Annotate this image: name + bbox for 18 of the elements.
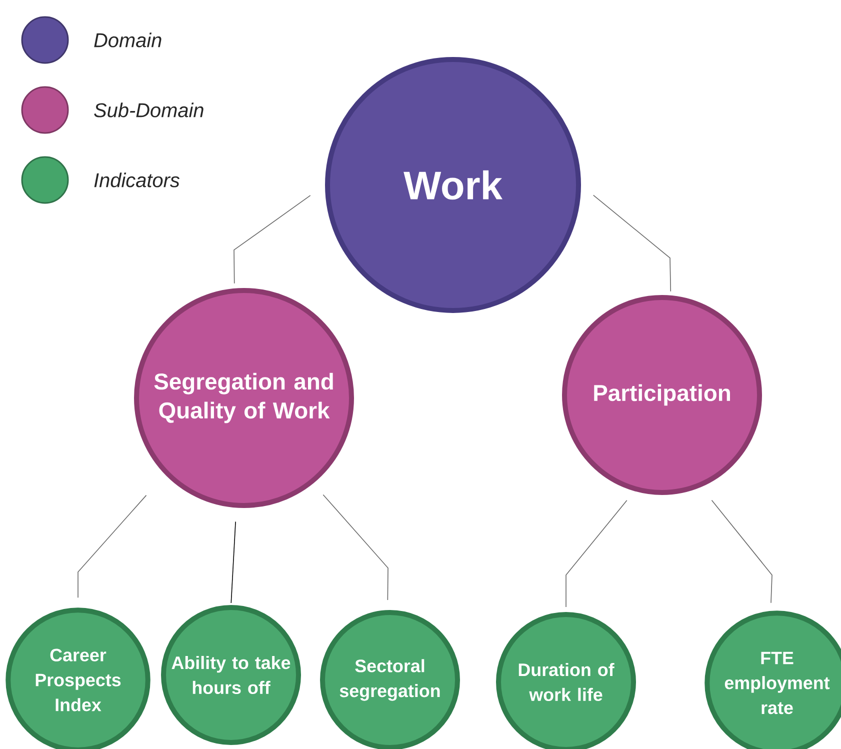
connector-line	[78, 494, 147, 598]
circle-node: Duration of work life	[496, 612, 636, 749]
legend-label: Sub-Domain	[94, 102, 204, 118]
circle-node: Segregation and Quality of Work	[134, 288, 354, 508]
connector-line	[234, 195, 311, 284]
connector-line	[566, 500, 628, 608]
connector-line	[230, 521, 236, 604]
legend-label: Indicators	[94, 172, 180, 188]
circle-node: Participation	[562, 294, 762, 495]
circle-node: Career Prospects Index	[6, 608, 150, 749]
connector-line	[711, 500, 772, 604]
legend-label: Domain	[94, 32, 162, 48]
connector-line	[592, 194, 672, 292]
circle-node: Sectoral segregation	[320, 610, 460, 749]
circle-node: Work	[325, 57, 581, 313]
connector-line	[322, 494, 388, 600]
circle-node: FTE employment rate	[704, 610, 841, 749]
circle-node: Ability to take hours off	[161, 604, 301, 745]
